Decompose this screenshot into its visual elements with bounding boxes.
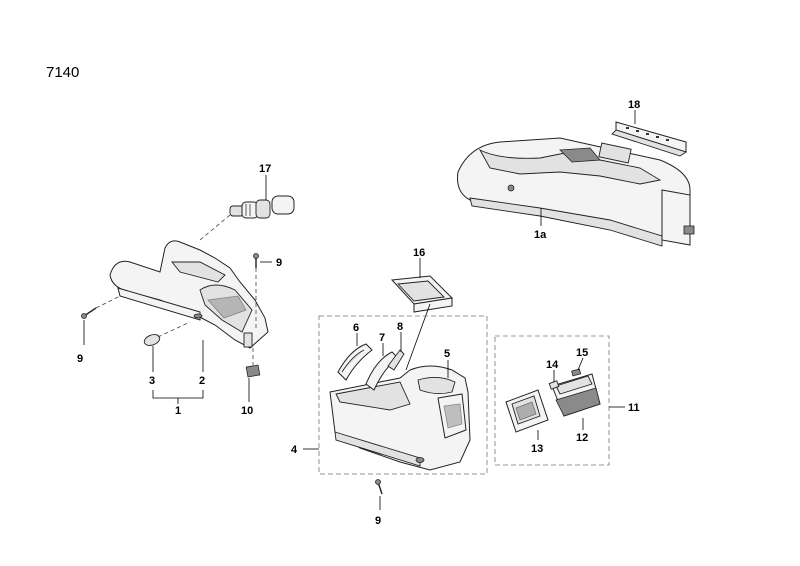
- label-14: 14: [546, 359, 559, 371]
- label-8: 8: [397, 321, 403, 333]
- part-16-tray-insert: [390, 275, 454, 313]
- label-15: 15: [576, 347, 588, 359]
- part-1a-console-tray: [457, 137, 695, 247]
- label-13: 13: [531, 443, 543, 455]
- part-13-cup-holder: [505, 389, 549, 433]
- label-18: 18: [628, 99, 640, 111]
- part-6-insert: [337, 343, 373, 381]
- part-12-cover: [551, 373, 601, 417]
- label-4: 4: [291, 444, 298, 456]
- part-15-clip: [571, 368, 582, 377]
- label-9-left: 9: [77, 353, 83, 365]
- label-1: 1: [175, 405, 181, 417]
- part-10-clip: [245, 364, 261, 378]
- part-14-clip: [548, 380, 560, 390]
- assembly-11-box: [494, 335, 610, 466]
- label-17: 17: [259, 163, 271, 175]
- label-1a: 1a: [534, 229, 547, 241]
- label-16: 16: [413, 247, 425, 259]
- label-12: 12: [576, 432, 588, 444]
- part-17-lighter: [229, 195, 295, 219]
- label-7: 7: [379, 332, 385, 344]
- label-3: 3: [149, 375, 155, 387]
- part-4-center-console: [329, 365, 471, 471]
- label-2: 2: [199, 375, 205, 387]
- part-18-bracket: [611, 121, 688, 157]
- assembly-4-box: [318, 315, 488, 475]
- label-10: 10: [241, 405, 253, 417]
- label-1-bracket: [152, 390, 204, 404]
- screw-9-left: [81, 307, 97, 319]
- label-9-bottom: 9: [375, 515, 381, 527]
- part-8-insert: [387, 349, 405, 371]
- screw-9-top: [253, 253, 259, 268]
- label-11: 11: [628, 402, 640, 414]
- diagram-code: 7140: [46, 64, 79, 81]
- label-9-top: 9: [276, 257, 282, 269]
- part-3-plug: [143, 334, 161, 346]
- label-5: 5: [444, 348, 450, 360]
- part-2-front-console: [109, 240, 269, 349]
- screw-9-bottom: [375, 479, 383, 495]
- label-6: 6: [353, 322, 359, 334]
